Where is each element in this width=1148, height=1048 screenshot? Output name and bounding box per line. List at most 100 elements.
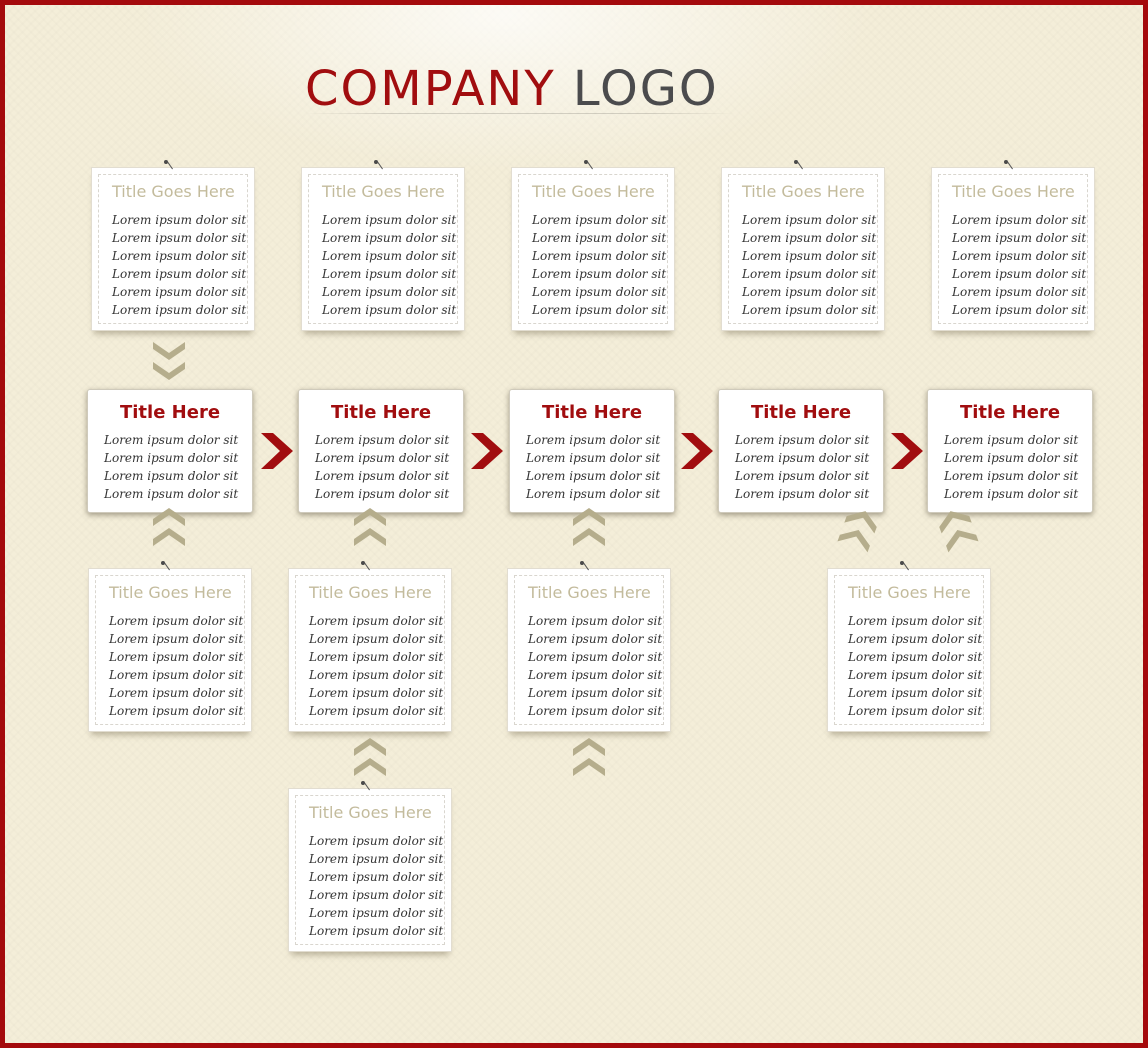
note-line: Lorem ipsum dolor sit	[528, 650, 663, 664]
card-line: Lorem ipsum dolor sit	[104, 451, 239, 465]
card-text: Lorem ipsum dolor sit Lorem ipsum dolor …	[104, 431, 244, 503]
note-title: Title Goes Here	[322, 182, 445, 201]
double-chevron-up-icon	[354, 508, 386, 546]
note-line: Lorem ipsum dolor sit	[109, 704, 244, 718]
note-line: Lorem ipsum dolor sit	[952, 249, 1087, 263]
note-line: Lorem ipsum dolor sit	[848, 704, 983, 718]
note-line: Lorem ipsum dolor sit	[309, 870, 444, 884]
note-line: Lorem ipsum dolor sit	[952, 267, 1087, 281]
double-chevron-up-icon	[573, 738, 605, 776]
note-text: Lorem ipsum dolor sit Lorem ipsum dolor …	[112, 211, 248, 319]
note-title: Title Goes Here	[848, 583, 971, 602]
pin-icon	[161, 561, 169, 573]
note-line: Lorem ipsum dolor sit	[309, 686, 444, 700]
note-line: Lorem ipsum dolor sit	[528, 704, 663, 718]
pin-icon	[580, 561, 588, 573]
double-chevron-up-icon	[837, 511, 877, 553]
note-line: Lorem ipsum dolor sit	[528, 668, 663, 682]
note-line: Lorem ipsum dolor sit	[112, 249, 247, 263]
process-card-5: Title Here Lorem ipsum dolor sit Lorem i…	[927, 389, 1093, 513]
note-line: Lorem ipsum dolor sit	[528, 686, 663, 700]
card-line: Lorem ipsum dolor sit	[315, 469, 450, 483]
note-line: Lorem ipsum dolor sit	[112, 303, 247, 317]
note-line: Lorem ipsum dolor sit	[742, 231, 877, 245]
process-card-1: Title Here Lorem ipsum dolor sit Lorem i…	[87, 389, 253, 513]
note-line: Lorem ipsum dolor sit	[109, 650, 244, 664]
card-line: Lorem ipsum dolor sit	[526, 487, 661, 501]
note-text: Lorem ipsum dolor sit Lorem ipsum dolor …	[952, 211, 1088, 319]
double-chevron-up-icon	[153, 508, 185, 546]
note-line: Lorem ipsum dolor sit	[528, 614, 663, 628]
note-title: Title Goes Here	[309, 583, 432, 602]
process-card-3: Title Here Lorem ipsum dolor sit Lorem i…	[509, 389, 675, 513]
card-text: Lorem ipsum dolor sit Lorem ipsum dolor …	[944, 431, 1084, 503]
note-line: Lorem ipsum dolor sit	[309, 650, 444, 664]
note-line: Lorem ipsum dolor sit	[848, 614, 983, 628]
note-line: Lorem ipsum dolor sit	[848, 668, 983, 682]
pin-icon	[361, 781, 369, 793]
note-line: Lorem ipsum dolor sit	[309, 668, 444, 682]
logo-underline	[305, 113, 735, 114]
card-text: Lorem ipsum dolor sit Lorem ipsum dolor …	[315, 431, 455, 503]
card-line: Lorem ipsum dolor sit	[735, 469, 870, 483]
card-line: Lorem ipsum dolor sit	[315, 451, 450, 465]
note-line: Lorem ipsum dolor sit	[309, 852, 444, 866]
note-title: Title Goes Here	[109, 583, 232, 602]
bottom-note-5: Title Goes Here Lorem ipsum dolor sit Lo…	[288, 781, 452, 952]
note-line: Lorem ipsum dolor sit	[528, 632, 663, 646]
note-line: Lorem ipsum dolor sit	[309, 704, 444, 718]
note-line: Lorem ipsum dolor sit	[309, 614, 444, 628]
note-title: Title Goes Here	[532, 182, 655, 201]
card-line: Lorem ipsum dolor sit	[315, 433, 450, 447]
note-line: Lorem ipsum dolor sit	[532, 267, 667, 281]
card-line: Lorem ipsum dolor sit	[944, 487, 1079, 501]
note-line: Lorem ipsum dolor sit	[112, 267, 247, 281]
card-title: Title Here	[750, 402, 852, 423]
note-text: Lorem ipsum dolor sit Lorem ipsum dolor …	[742, 211, 878, 319]
logo-word-company: COMPANY	[305, 61, 556, 117]
note-text: Lorem ipsum dolor sit Lorem ipsum dolor …	[309, 612, 445, 720]
note-text: Lorem ipsum dolor sit Lorem ipsum dolor …	[528, 612, 664, 720]
pin-icon	[794, 160, 802, 172]
card-title: Title Here	[119, 402, 221, 423]
note-text: Lorem ipsum dolor sit Lorem ipsum dolor …	[532, 211, 668, 319]
double-chevron-down-icon	[153, 342, 185, 380]
logo-word-logo: LOGO	[572, 61, 719, 117]
card-title: Title Here	[541, 402, 643, 423]
chevron-right-icon	[681, 433, 713, 469]
card-line: Lorem ipsum dolor sit	[104, 487, 239, 501]
process-card-4: Title Here Lorem ipsum dolor sit Lorem i…	[718, 389, 884, 513]
note-line: Lorem ipsum dolor sit	[742, 303, 877, 317]
note-title: Title Goes Here	[309, 803, 432, 822]
note-line: Lorem ipsum dolor sit	[112, 285, 247, 299]
note-line: Lorem ipsum dolor sit	[952, 303, 1087, 317]
process-card-2: Title Here Lorem ipsum dolor sit Lorem i…	[298, 389, 464, 513]
card-line: Lorem ipsum dolor sit	[944, 433, 1079, 447]
note-line: Lorem ipsum dolor sit	[112, 213, 247, 227]
chevron-right-icon	[471, 433, 503, 469]
note-line: Lorem ipsum dolor sit	[532, 303, 667, 317]
card-line: Lorem ipsum dolor sit	[526, 433, 661, 447]
top-note-3: Title Goes Here Lorem ipsum dolor sit Lo…	[511, 160, 675, 331]
note-title: Title Goes Here	[528, 583, 651, 602]
note-line: Lorem ipsum dolor sit	[322, 267, 457, 281]
card-line: Lorem ipsum dolor sit	[104, 433, 239, 447]
note-line: Lorem ipsum dolor sit	[532, 285, 667, 299]
note-text: Lorem ipsum dolor sit Lorem ipsum dolor …	[848, 612, 984, 720]
top-note-2: Title Goes Here Lorem ipsum dolor sit Lo…	[301, 160, 465, 331]
card-line: Lorem ipsum dolor sit	[735, 433, 870, 447]
pin-icon	[1004, 160, 1012, 172]
double-chevron-up-icon	[573, 508, 605, 546]
note-line: Lorem ipsum dolor sit	[309, 906, 444, 920]
note-line: Lorem ipsum dolor sit	[952, 213, 1087, 227]
note-line: Lorem ipsum dolor sit	[109, 686, 244, 700]
card-text: Lorem ipsum dolor sit Lorem ipsum dolor …	[735, 431, 875, 503]
note-line: Lorem ipsum dolor sit	[952, 285, 1087, 299]
bottom-note-3: Title Goes Here Lorem ipsum dolor sit Lo…	[507, 561, 671, 732]
note-text: Lorem ipsum dolor sit Lorem ipsum dolor …	[109, 612, 245, 720]
card-line: Lorem ipsum dolor sit	[735, 451, 870, 465]
note-line: Lorem ipsum dolor sit	[322, 303, 457, 317]
note-line: Lorem ipsum dolor sit	[952, 231, 1087, 245]
note-line: Lorem ipsum dolor sit	[532, 249, 667, 263]
